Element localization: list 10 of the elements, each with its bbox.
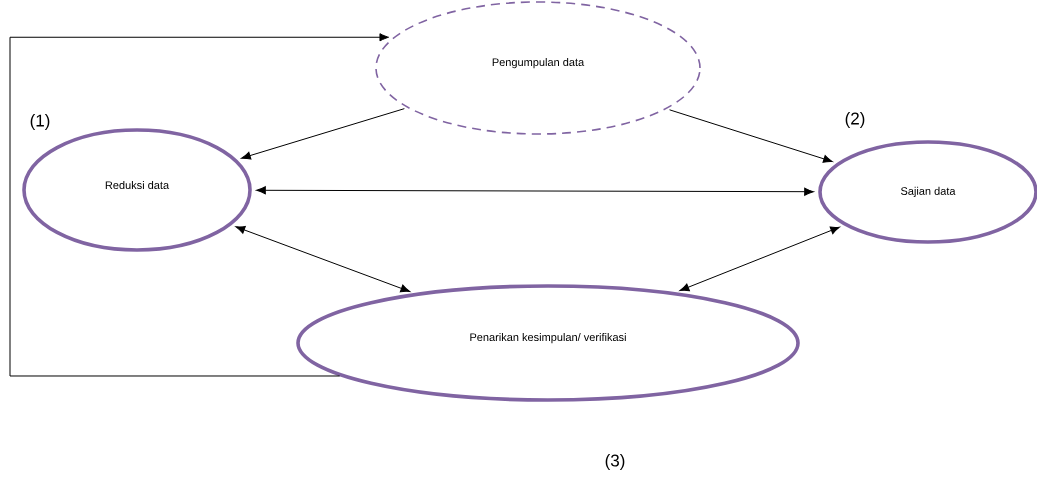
arrow	[235, 226, 411, 293]
arrow	[241, 108, 405, 160]
ellipse-node: Penarikan kesimpulan/ verifikasi	[296, 284, 800, 402]
arrow	[669, 109, 833, 163]
arrow	[256, 186, 814, 196]
arrow	[679, 226, 840, 292]
arrow	[9, 33, 390, 377]
step-number: (1)	[30, 114, 50, 130]
step-number: (3)	[605, 454, 625, 470]
ellipse-node: Pengumpulan data	[375, 1, 701, 135]
